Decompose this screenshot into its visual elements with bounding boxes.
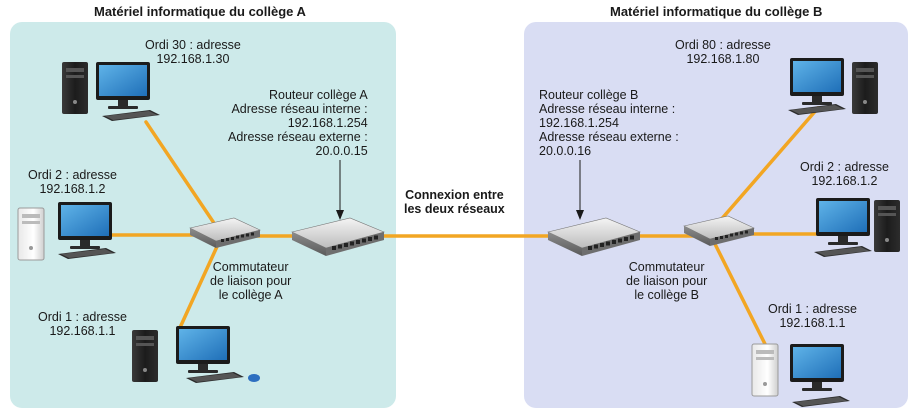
computer-address: 192.168.1.1: [779, 316, 846, 330]
zone-college-b: [524, 22, 908, 408]
router-label: Routeur collège A Adresse réseau interne…: [228, 88, 368, 158]
switch-label: Commutateur de liaison pour le collège B: [626, 260, 708, 302]
computer-address: 192.168.1.30: [156, 52, 230, 66]
computer-name: Ordi 2 : adresse: [28, 168, 117, 182]
computer-label: Ordi 1 : adresse 192.168.1.1: [768, 302, 857, 330]
computer-label: Ordi 2 : adresse 192.168.1.2: [28, 168, 117, 196]
computer-label: Ordi 80 : adresse 192.168.1.80: [675, 38, 771, 66]
computer-address: 192.168.1.2: [39, 182, 106, 196]
college-b-title: Matériel informatique du collège B: [610, 4, 823, 19]
switch-label: Commutateur de liaison pour le collège A: [210, 260, 292, 302]
computer-label: Ordi 30 : adresse 192.168.1.30: [145, 38, 241, 66]
computer-icon: [132, 326, 260, 383]
computer-address: 192.168.1.80: [686, 52, 760, 66]
computer-address: 192.168.1.2: [811, 174, 878, 188]
computer-name: Ordi 1 : adresse: [38, 310, 127, 324]
computer-name: Ordi 1 : adresse: [768, 302, 857, 316]
computer-address: 192.168.1.1: [49, 324, 116, 338]
computer-name: Ordi 80 : adresse: [675, 38, 771, 52]
router-label: Routeur collège B Adresse réseau interne…: [539, 88, 679, 158]
computer-name: Ordi 2 : adresse: [800, 160, 889, 174]
zone-college-a: [10, 22, 396, 408]
router-b-pointer: [576, 160, 584, 220]
router-a-pointer: [336, 160, 344, 220]
connection-label: Connexion entre les deux réseaux: [404, 188, 505, 216]
computer-label: Ordi 1 : adresse 192.168.1.1: [38, 310, 127, 338]
college-a-title: Matériel informatique du collège A: [94, 4, 306, 19]
computer-label: Ordi 2 : adresse 192.168.1.2: [800, 160, 889, 188]
computer-name: Ordi 30 : adresse: [145, 38, 241, 52]
